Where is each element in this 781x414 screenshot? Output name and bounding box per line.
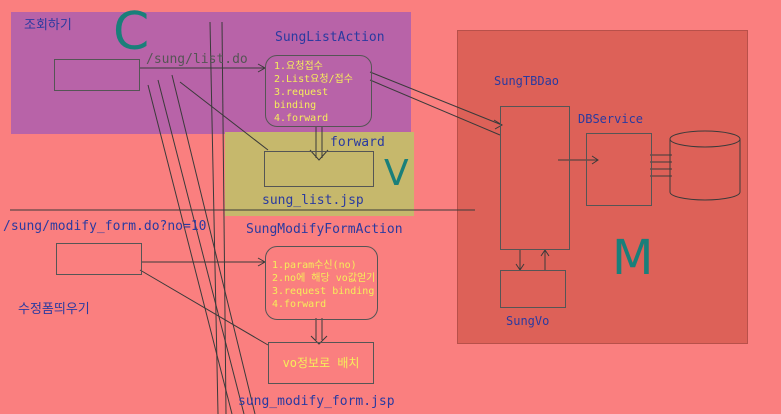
list-step-1: 1.요청접수 bbox=[274, 61, 323, 72]
modify-url: /sung/modify_form.do?no=10 bbox=[3, 219, 207, 234]
modify-vo-box: vo정보로 배치 bbox=[268, 342, 374, 384]
vo-box bbox=[500, 270, 566, 308]
model-letter: M bbox=[612, 230, 654, 286]
list-client-box bbox=[54, 59, 140, 91]
controller-letter: C bbox=[113, 2, 150, 62]
list-action-box: 1.요청접수 2.List요청/접수 3.request binding 4.f… bbox=[265, 55, 372, 127]
modify-vo-text: vo정보로 배치 bbox=[282, 356, 360, 370]
modify-step-4: 4.forward bbox=[272, 299, 327, 310]
modify-title: 수정폼띄우기 bbox=[18, 302, 90, 317]
forward-label: forward bbox=[330, 135, 385, 150]
service-name: DBService bbox=[578, 112, 644, 126]
list-url: /sung/list.do bbox=[146, 52, 248, 67]
modify-action-name: SungModifyFormAction bbox=[246, 222, 403, 237]
modify-client-box bbox=[56, 243, 142, 275]
list-step-4: 4.forward bbox=[274, 113, 329, 124]
modify-jsp-name: sung_modify_form.jsp bbox=[238, 394, 395, 409]
list-jsp-box bbox=[264, 151, 374, 187]
controller-title: 조회하기 bbox=[24, 18, 72, 33]
dao-name: SungTBDao bbox=[494, 74, 560, 88]
view-region bbox=[225, 132, 414, 216]
list-step-3: 3.request binding bbox=[274, 87, 329, 111]
modify-action-box: 1.param수신(no) 2.no에 해당 vo값얻기 3.request b… bbox=[265, 246, 378, 320]
model-region bbox=[457, 30, 748, 344]
view-letter: V bbox=[384, 153, 409, 194]
modify-step-3: 3.request binding bbox=[272, 286, 375, 297]
modify-step-1: 1.param수신(no) bbox=[272, 260, 357, 271]
list-action-name: SungListAction bbox=[275, 30, 385, 45]
list-step-2: 2.List요청/접수 bbox=[274, 74, 353, 85]
modify-step-2: 2.no에 해당 vo값얻기 bbox=[272, 273, 376, 284]
list-jsp-name: sung_list.jsp bbox=[262, 193, 364, 208]
service-box bbox=[586, 133, 652, 206]
vo-name: SungVo bbox=[506, 314, 550, 328]
dao-box bbox=[500, 106, 570, 250]
